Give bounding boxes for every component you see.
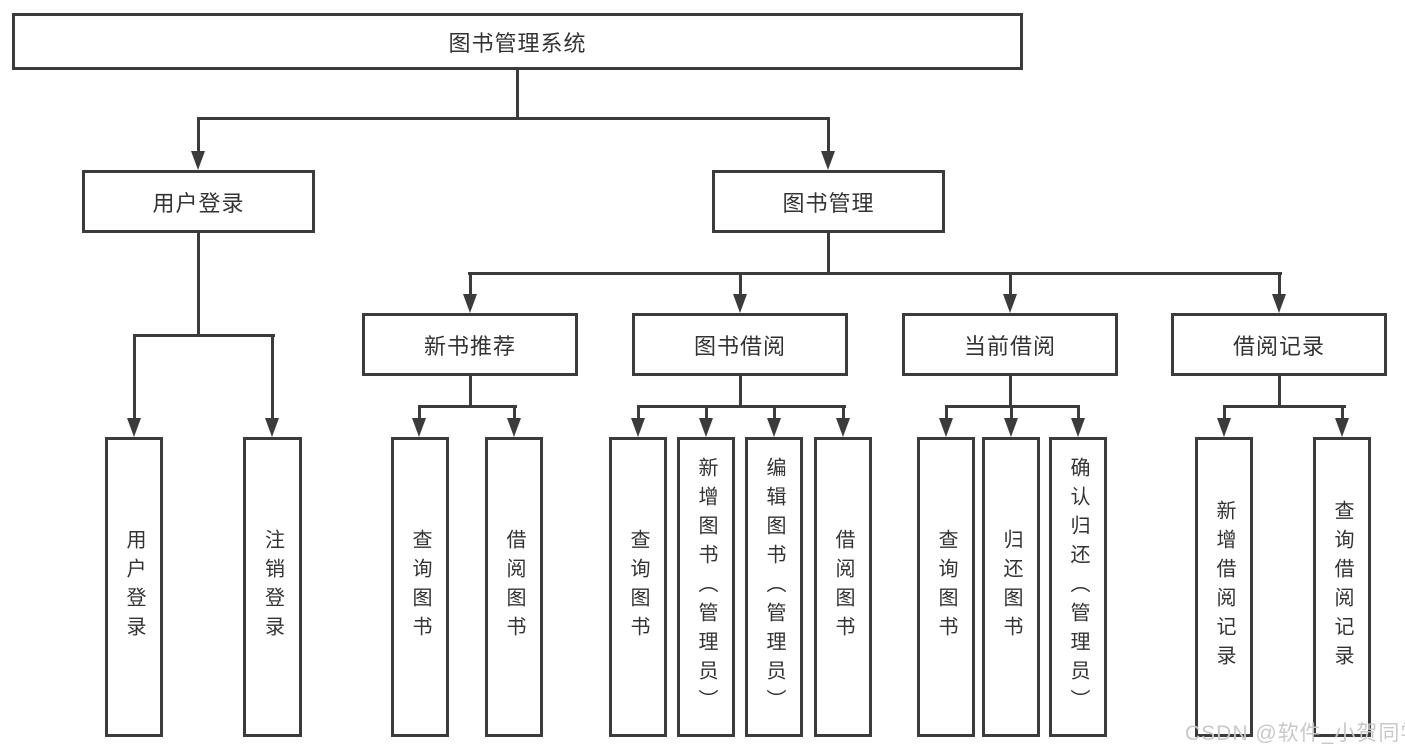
leaf-current-query: 查询图书 <box>917 437 975 737</box>
node-book-borrow: 图书借阅 <box>632 313 848 376</box>
connector-book-management-stub <box>826 233 830 275</box>
node-borrow-record-label: 借阅记录 <box>1232 333 1325 359</box>
node-user-login-label: 用户登录 <box>152 190 245 216</box>
arrow-book-borrow-child-4 <box>835 406 851 437</box>
arrow-book-borrow-child-1 <box>630 406 646 437</box>
node-book-management: 图书管理 <box>712 170 945 233</box>
arrow-current-borrow-child-2 <box>1003 406 1019 437</box>
connector-user-login-rail <box>132 333 275 337</box>
arrow-to-current-borrow <box>1002 273 1018 313</box>
arrow-to-borrow-record <box>1271 273 1287 313</box>
connector-root-stub <box>515 69 519 119</box>
node-new-book-label: 新书推荐 <box>423 333 516 359</box>
node-user-login: 用户登录 <box>82 170 315 233</box>
arrow-current-borrow-child-1 <box>938 406 954 437</box>
node-book-borrow-label: 图书借阅 <box>693 333 786 359</box>
leaf-newbook-borrow-label: 借阅图书 <box>503 529 525 645</box>
leaf-record-add: 新增借阅记录 <box>1195 437 1253 737</box>
connector-new-book-stub <box>468 376 472 408</box>
arrow-borrow-record-child-1 <box>1216 406 1232 437</box>
arrow-borrow-record-child-2 <box>1334 406 1350 437</box>
arrow-to-user-login <box>190 118 206 170</box>
leaf-borrow-borrow: 借阅图书 <box>814 437 872 737</box>
node-borrow-record: 借阅记录 <box>1171 313 1387 376</box>
arrow-to-leaf-login <box>126 335 142 437</box>
leaf-user-login: 用户登录 <box>105 437 163 737</box>
connector-book-management-rail <box>467 271 1282 275</box>
arrow-current-borrow-child-3 <box>1070 406 1086 437</box>
leaf-user-login-label: 用户登录 <box>123 529 145 645</box>
leaf-borrow-add: 新增图书（管理员） <box>677 437 735 737</box>
connector-current-borrow-stub <box>1008 376 1012 408</box>
leaf-record-add-label: 新增借阅记录 <box>1213 500 1235 674</box>
leaf-borrow-borrow-label: 借阅图书 <box>832 529 854 645</box>
leaf-logout-label: 注销登录 <box>261 529 284 645</box>
leaf-borrow-edit: 编辑图书（管理员） <box>745 437 803 737</box>
node-root: 图书管理系统 <box>12 13 1023 70</box>
leaf-borrow-query-label: 查询图书 <box>627 529 649 645</box>
leaf-record-query: 查询借阅记录 <box>1313 437 1371 737</box>
connector-user-login-stub <box>196 233 200 336</box>
connector-new-book-rail <box>417 404 517 408</box>
leaf-borrow-edit-label: 编辑图书（管理员） <box>763 456 785 718</box>
leaf-borrow-add-label: 新增图书（管理员） <box>695 456 717 718</box>
arrow-book-borrow-child-3 <box>766 406 782 437</box>
node-current-borrow-label: 当前借阅 <box>963 333 1056 359</box>
leaf-borrow-query: 查询图书 <box>609 437 667 737</box>
arrow-to-book-management <box>820 118 836 170</box>
leaf-newbook-query-label: 查询图书 <box>409 529 431 645</box>
leaf-current-return-label: 归还图书 <box>1000 529 1022 645</box>
arrow-to-new-book <box>462 273 478 313</box>
connector-borrow-record-stub <box>1277 376 1281 408</box>
arrow-to-leaf-logout <box>264 335 280 437</box>
node-book-management-label: 图书管理 <box>782 190 875 216</box>
arrow-new-book-child-1 <box>411 406 427 437</box>
arrow-to-book-borrow <box>732 273 748 313</box>
leaf-record-query-label: 查询借阅记录 <box>1331 500 1353 674</box>
leaf-current-confirm: 确认归还（管理员） <box>1049 437 1107 737</box>
node-current-borrow: 当前借阅 <box>902 313 1118 376</box>
arrow-book-borrow-child-2 <box>698 406 714 437</box>
csdn-watermark: CSDN @软件_小贺同学 <box>1185 722 1405 745</box>
leaf-current-query-label: 查询图书 <box>935 529 957 645</box>
connector-book-borrow-rail <box>636 404 846 408</box>
leaf-current-confirm-label: 确认归还（管理员） <box>1067 456 1089 718</box>
arrow-new-book-child-2 <box>506 406 522 437</box>
node-new-book: 新书推荐 <box>362 313 578 376</box>
connector-root-rail <box>196 116 830 120</box>
leaf-newbook-borrow: 借阅图书 <box>485 437 543 737</box>
connector-borrow-record-rail <box>1222 404 1346 408</box>
leaf-current-return: 归还图书 <box>982 437 1040 737</box>
leaf-newbook-query: 查询图书 <box>391 437 449 737</box>
leaf-logout: 注销登录 <box>243 437 302 737</box>
node-root-label: 图书管理系统 <box>448 30 587 56</box>
connector-book-borrow-stub <box>738 376 742 408</box>
